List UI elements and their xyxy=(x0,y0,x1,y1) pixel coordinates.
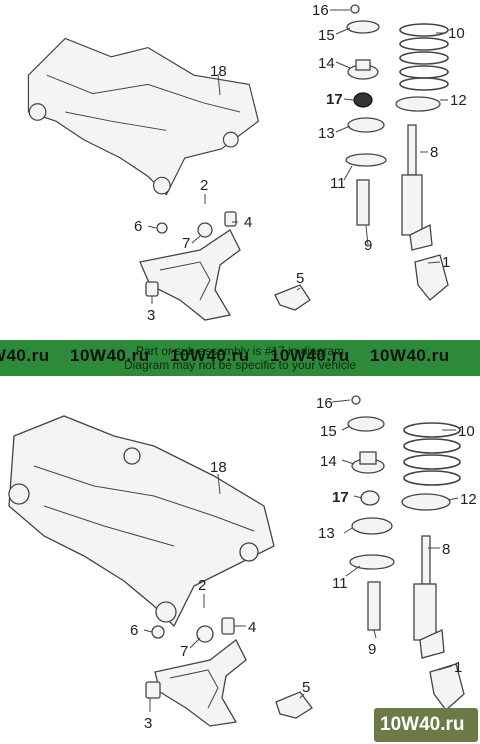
callout-9: 9 xyxy=(364,237,372,254)
callout-14: 14 xyxy=(318,55,335,72)
callout-6: 6 xyxy=(134,218,142,235)
callout-15: 15 xyxy=(318,27,335,44)
callout-3: 3 xyxy=(144,715,152,732)
callout-16: 16 xyxy=(312,2,329,19)
callout-9: 9 xyxy=(368,641,376,658)
callout-11: 11 xyxy=(332,575,348,592)
watermark-text: 10W40.ru xyxy=(270,346,350,365)
watermark-text: 10W40.ru xyxy=(70,346,150,365)
strut-assembly-drawing xyxy=(347,395,465,711)
control-arm-drawing xyxy=(145,617,313,727)
diagram-panel-bottom: 16 15 14 17 13 11 9 10 12 8 1 18 2 6 4 7… xyxy=(0,376,480,744)
callout-18: 18 xyxy=(210,63,227,80)
callout-5: 5 xyxy=(296,270,304,287)
callout-10: 10 xyxy=(458,423,475,440)
callout-12: 12 xyxy=(450,92,467,109)
control-arm-drawing xyxy=(139,211,311,321)
callout-1: 1 xyxy=(442,254,450,271)
watermark-text: 10W40.ru xyxy=(170,346,250,365)
callout-15: 15 xyxy=(320,423,337,440)
diagram-panel-top: 16 15 14 17 13 11 9 10 12 8 1 18 2 6 4 7… xyxy=(0,0,480,340)
diagram-top-svg: 16 15 14 17 13 11 9 10 12 8 1 18 2 6 4 7… xyxy=(27,2,467,324)
banner-note-line-1: Part or sub-assembly is #17 in diagram xyxy=(135,344,345,358)
watermark-logo-text: 10W40.ru xyxy=(380,714,465,735)
callout-12: 12 xyxy=(460,491,477,508)
leader-lines-bottom xyxy=(143,399,459,712)
callout-17-highlighted: 17 xyxy=(326,91,343,108)
callout-2: 2 xyxy=(198,577,206,594)
callout-2: 2 xyxy=(200,177,208,194)
callouts-bottom: 16 15 14 17 13 11 9 10 12 8 1 18 2 6 4 7… xyxy=(130,395,477,732)
callout-3: 3 xyxy=(147,307,155,324)
callout-5: 5 xyxy=(302,679,310,696)
watermark-banner: 10W40.ru 10W40.ru 10W40.ru 10W40.ru 10W4… xyxy=(0,340,480,376)
callout-10: 10 xyxy=(448,25,465,42)
callout-8: 8 xyxy=(430,144,438,161)
diagram-bottom-svg: 16 15 14 17 13 11 9 10 12 8 1 18 2 6 4 7… xyxy=(8,395,477,732)
callout-7: 7 xyxy=(180,643,188,660)
callout-6: 6 xyxy=(130,622,138,639)
subframe-drawing xyxy=(8,415,275,628)
leader-lines-top xyxy=(147,9,448,304)
callouts-top: 16 15 14 17 13 11 9 10 12 8 1 18 2 6 4 7… xyxy=(134,2,467,324)
banner-note-line-2: Diagram may not be specific to your vehi… xyxy=(123,358,357,372)
watermark-text: 10W40.ru xyxy=(370,346,450,365)
callout-17-highlighted: 17 xyxy=(332,489,349,506)
callout-13: 13 xyxy=(318,125,335,142)
callout-13: 13 xyxy=(318,525,335,542)
callout-8: 8 xyxy=(442,541,450,558)
callout-18: 18 xyxy=(210,459,227,476)
callout-4: 4 xyxy=(244,214,252,231)
callout-7: 7 xyxy=(182,235,190,252)
watermark-logo: 10W40.ru xyxy=(374,708,478,742)
callout-1: 1 xyxy=(454,659,462,676)
callout-11: 11 xyxy=(330,175,346,192)
callout-4: 4 xyxy=(248,619,256,636)
subframe-drawing xyxy=(27,37,260,196)
watermark-text: 10W40.ru xyxy=(0,346,50,365)
callout-14: 14 xyxy=(320,453,337,470)
callout-16: 16 xyxy=(316,395,333,412)
